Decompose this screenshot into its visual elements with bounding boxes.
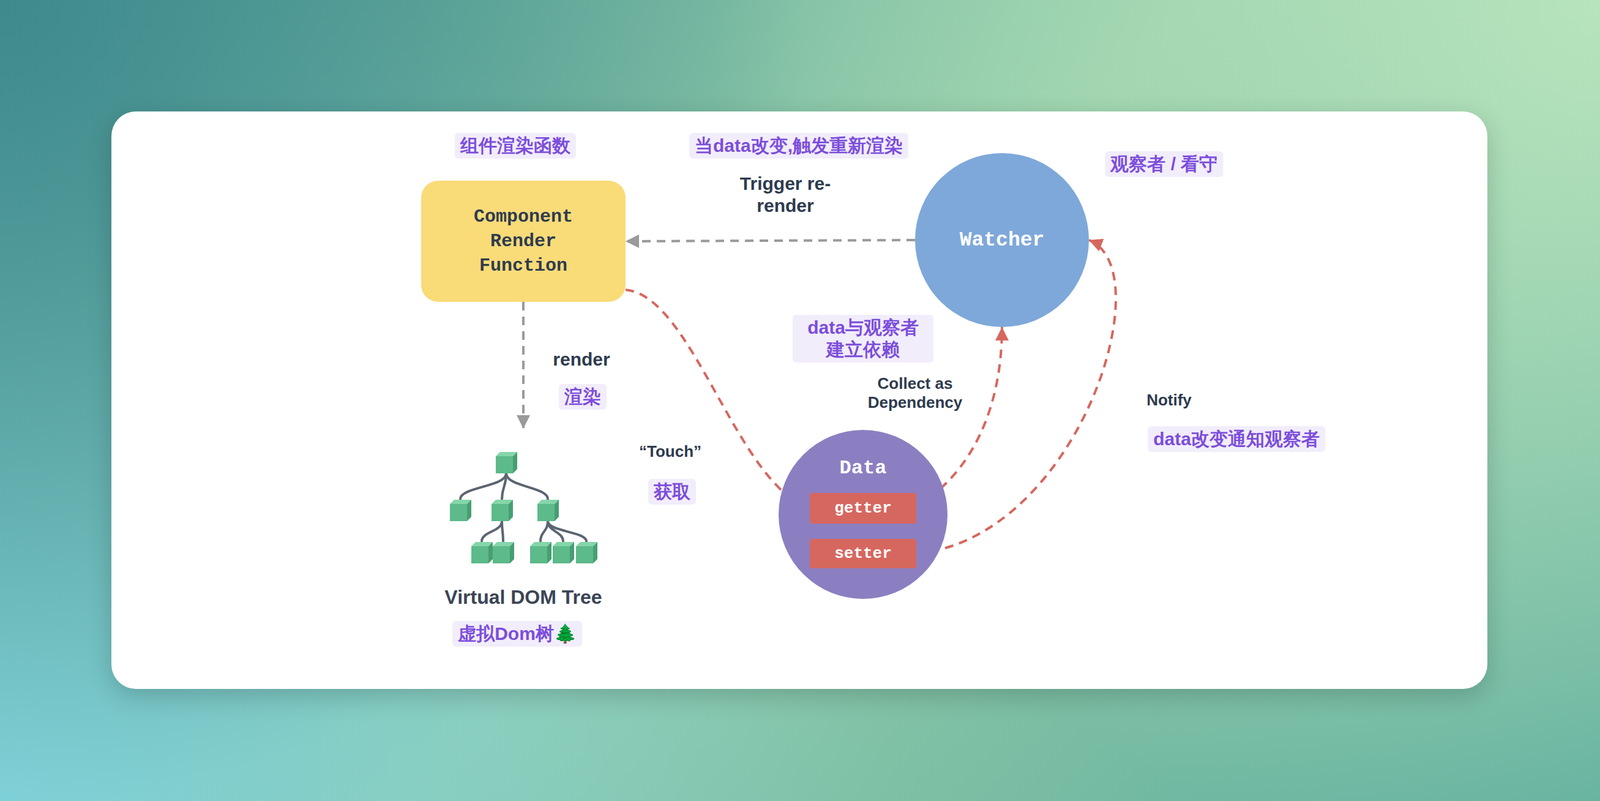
node-text: Data: [778, 456, 948, 480]
annotation-label: 观察者 / 看守: [1104, 151, 1223, 177]
edge-label: “Touch”: [635, 440, 706, 463]
annotation-label: 组件渲染函数: [454, 132, 576, 159]
annotation-label: data与观察者 建立依赖: [792, 314, 934, 363]
edge-label: render: [549, 347, 614, 372]
tree-cube: [449, 499, 472, 521]
tree-cube: [552, 541, 575, 564]
getter-box: getter: [809, 492, 917, 524]
tree-cube: [492, 541, 515, 564]
node-text: Watcher: [959, 228, 1045, 252]
tree-cube: [575, 541, 598, 564]
node-text: Component Render Function: [473, 204, 573, 278]
tree-cube: [491, 499, 513, 521]
vdom-tree-node: Virtual DOM Tree: [425, 428, 622, 613]
vdom-tree-illustration: [425, 428, 622, 576]
dashed-connector: [522, 301, 525, 429]
dashed-connector: [625, 289, 810, 509]
annotation-label: data改变通知观察者: [1147, 426, 1326, 452]
tree-cube: [537, 499, 559, 521]
setter-box: setter: [809, 538, 917, 569]
tree-cube: [471, 541, 493, 564]
annotation-label: 获取: [648, 478, 696, 505]
edge-label: Collect as Dependency: [855, 372, 976, 414]
annotation-label: 当data改变,触发重新渲染: [689, 132, 909, 159]
annotation-label: 虚拟Dom树🌲: [452, 620, 583, 647]
edge-label: Trigger re-render: [730, 171, 841, 218]
node-text: getter: [834, 498, 892, 518]
annotation-label: 渲染: [558, 383, 607, 410]
tree-branches: [460, 473, 587, 542]
dashed-connector: [625, 239, 916, 242]
watcher-circle: Watcher: [915, 153, 1089, 327]
tree-cube: [495, 451, 518, 474]
node-text: Virtual DOM Tree: [444, 585, 602, 609]
render-function-box: Component Render Function: [421, 180, 626, 302]
edge-label: Notify: [1142, 389, 1196, 411]
node-text: setter: [834, 544, 892, 563]
tree-cube: [530, 541, 552, 564]
data-circle: Data getter setter: [778, 429, 948, 599]
